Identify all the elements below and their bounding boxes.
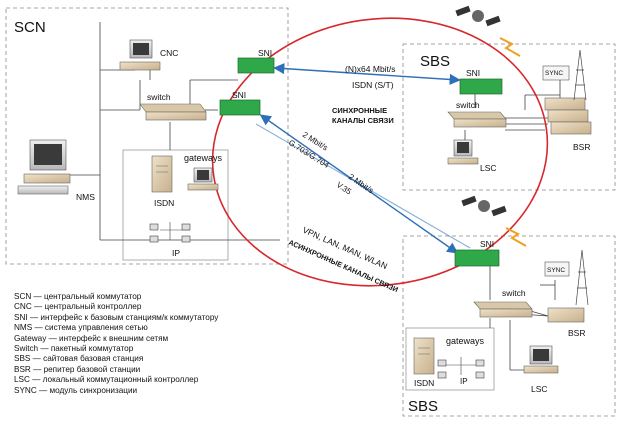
sni-sbs-bottom (454, 249, 500, 267)
legend: SCN — центральный коммутатор CNC — центр… (14, 292, 218, 396)
legend-item: Switch — пакетный коммутатор (14, 344, 134, 354)
lsc-top-computer-icon (447, 139, 479, 165)
sni-scn-top-label: SNI (258, 48, 272, 58)
legend-item: CNC — центральный контроллер (14, 302, 142, 312)
bsr-top-rack-icon (544, 97, 592, 135)
lightning-top-icon (499, 37, 521, 57)
sync-bottom-icon (544, 261, 570, 277)
sni-sbs-bottom-label: SNI (480, 239, 494, 249)
legend-item: BSR — репитер базовой станции (14, 364, 141, 374)
v35-rate-label: 2 Mbit/s (347, 172, 375, 195)
switch-sbs-bottom-label: switch (502, 288, 526, 298)
gateways-scn-label: gateways (184, 153, 223, 163)
sni-scn-bottom (219, 99, 261, 116)
sync-top-icon (542, 65, 570, 81)
switch-scn-label: switch (147, 92, 171, 102)
satellite-top-icon (455, 5, 501, 27)
switch-sbs-bottom (473, 301, 533, 318)
isdn-rate-label: (N)x64 Mbit/s (345, 64, 396, 74)
nms-computer-icon (17, 139, 71, 195)
gateways-scn-server-icon (151, 155, 173, 193)
async-link (255, 123, 471, 249)
satellite-bottom-icon (461, 195, 507, 217)
legend-item: SNI — интерфейс к базовым станциям/к ком… (14, 312, 219, 322)
isdn-scn-label: ISDN (154, 198, 174, 208)
sync-top-label: SYNC (545, 70, 563, 77)
switch-sbs-top (447, 111, 507, 128)
legend-item: LSC — локальный коммутационный контролле… (14, 375, 199, 385)
legend-item: SCN — центральный коммутатор (14, 292, 142, 301)
sbs-bottom-region (402, 235, 616, 417)
v35-type-label: V.35 (335, 180, 354, 197)
isdn-type-label: ISDN (S/T) (352, 80, 394, 90)
ip-sbs-label: IP (460, 377, 468, 386)
legend-item: NMS — система управления сетью (14, 323, 148, 333)
gateways-scn-pc-icon (187, 167, 219, 191)
ip-sbs-network-icon (437, 357, 485, 379)
sbs-top-title: SBS (420, 53, 450, 70)
lsc-top-label: LSC (480, 163, 497, 173)
legend-item: Gateway — интерфейс к внешним сетям (14, 333, 169, 343)
sync-channels-label-2: КАНАЛЫ СВЯЗИ (332, 116, 394, 125)
bsr-top-label: BSR (573, 142, 590, 152)
scn-title: SCN (14, 19, 46, 36)
ip-scn-network-icon (149, 222, 191, 243)
sni-sbs-top-label: SNI (466, 68, 480, 78)
sbs-top-wiring (464, 80, 561, 148)
legend-item: SBS — сайтовая базовая станция (14, 354, 144, 364)
sync-bottom-label: SYNC (547, 267, 565, 274)
sbs-top-region (402, 43, 616, 191)
isdn-link (273, 62, 461, 86)
nms-label: NMS (76, 192, 95, 202)
sni-sbs-top (459, 78, 503, 95)
cnc-computer-icon (119, 39, 161, 71)
ip-scn-label: IP (172, 248, 180, 258)
lsc-bottom-label: LSC (531, 384, 548, 394)
isdn-sbs-label: ISDN (414, 378, 434, 388)
gateways-sbs-server-icon (413, 337, 435, 375)
antenna-bottom-icon (575, 249, 589, 306)
sni-scn-bottom-label: SNI (232, 90, 246, 100)
gateways-sbs-label: gateways (446, 336, 485, 346)
lsc-bottom-computer-icon (523, 345, 559, 374)
bsr-bottom-rack-icon (547, 307, 585, 323)
sbs-bottom-title: SBS (408, 398, 438, 415)
channels-ellipse (211, 17, 549, 287)
gateways-scn-box (122, 149, 229, 261)
gateways-sbs-box (405, 327, 495, 391)
sync-channels-label-1: СИНХРОННЫЕ (332, 106, 387, 115)
bsr-bottom-label: BSR (568, 328, 585, 338)
switch-scn (139, 103, 207, 121)
lightning-bottom-icon (505, 227, 527, 247)
legend-item: SYNC — модуль синхронизации (14, 385, 138, 395)
antenna-top-icon (573, 49, 587, 101)
cnc-label: CNC (160, 48, 178, 58)
switch-sbs-top-label: switch (456, 100, 480, 110)
sni-scn-top (237, 57, 275, 74)
